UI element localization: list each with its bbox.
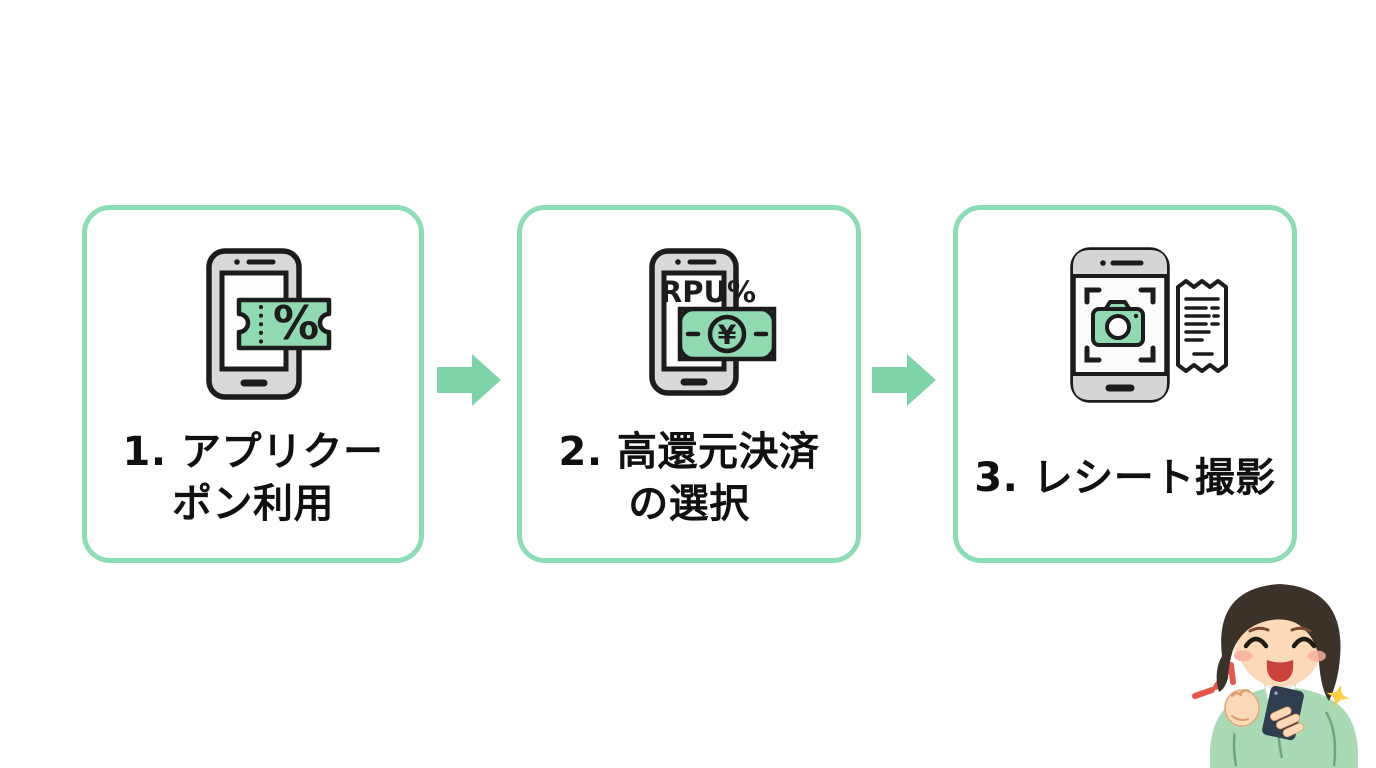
fist-knuckles [1231,689,1251,721]
step-3-label-line1: 3. レシート撮影 [974,455,1276,501]
phone-speaker-dot [1100,260,1106,266]
banknote-circle [707,314,747,354]
receipt-text-lines [1184,297,1220,356]
yen-symbol-label: ¥ [718,320,737,351]
smartphone-cashback-icon: RPU% ¥ [649,248,777,396]
step-1-label-line2: ポン利用 [172,481,334,527]
camera-lens [1105,314,1131,340]
step-1-label: 1. アプリクー ポン利用 [87,406,419,550]
coupon-percent-label: % [273,296,319,350]
eyebrows [1248,626,1312,633]
step-2-label: 2. 高還元決済 の選択 [522,406,856,550]
hand-fingers [1270,706,1305,738]
step-2-label-line1: 2. 高還元決済 [558,429,820,475]
closed-happy-eyes [1243,636,1317,649]
banknote-corner [759,344,776,361]
hair [1216,584,1341,701]
banknote-corner [759,307,776,324]
smartphone-camera-receipt-icon [1070,247,1228,403]
smartphone-coupon-icon: % [206,248,332,400]
blush-cheeks [1234,650,1326,662]
phone-speaker-dot [675,259,681,265]
viewfinder-brackets [1084,287,1156,363]
step-3-label: 3. レシート撮影 [958,406,1292,550]
phone-speaker-dot [234,259,240,265]
smiling-woman-with-smartphone [1192,584,1358,768]
step-card-3: 3. レシート撮影 [953,205,1297,563]
sparkle-icon [1326,684,1350,708]
banknote-corner [678,344,695,361]
coupon-ticket [236,297,332,351]
step-1-label-line1: 1. アプリクー [122,429,384,475]
step-card-1: % 1. アプリクー ポン利用 [82,205,424,563]
screen-text-label: RPU% [660,275,756,309]
flow-arrow-icon [872,354,936,406]
camera-dot [1133,313,1139,319]
flow-arrow-icon [437,354,501,406]
smiling-mouth [1266,660,1294,682]
step-2-label-line2: の選択 [628,481,750,527]
step-card-2: RPU% ¥ 2. 高還元決済 の選択 [517,205,861,563]
receipt [1176,279,1228,373]
banknote-corner [678,307,695,324]
